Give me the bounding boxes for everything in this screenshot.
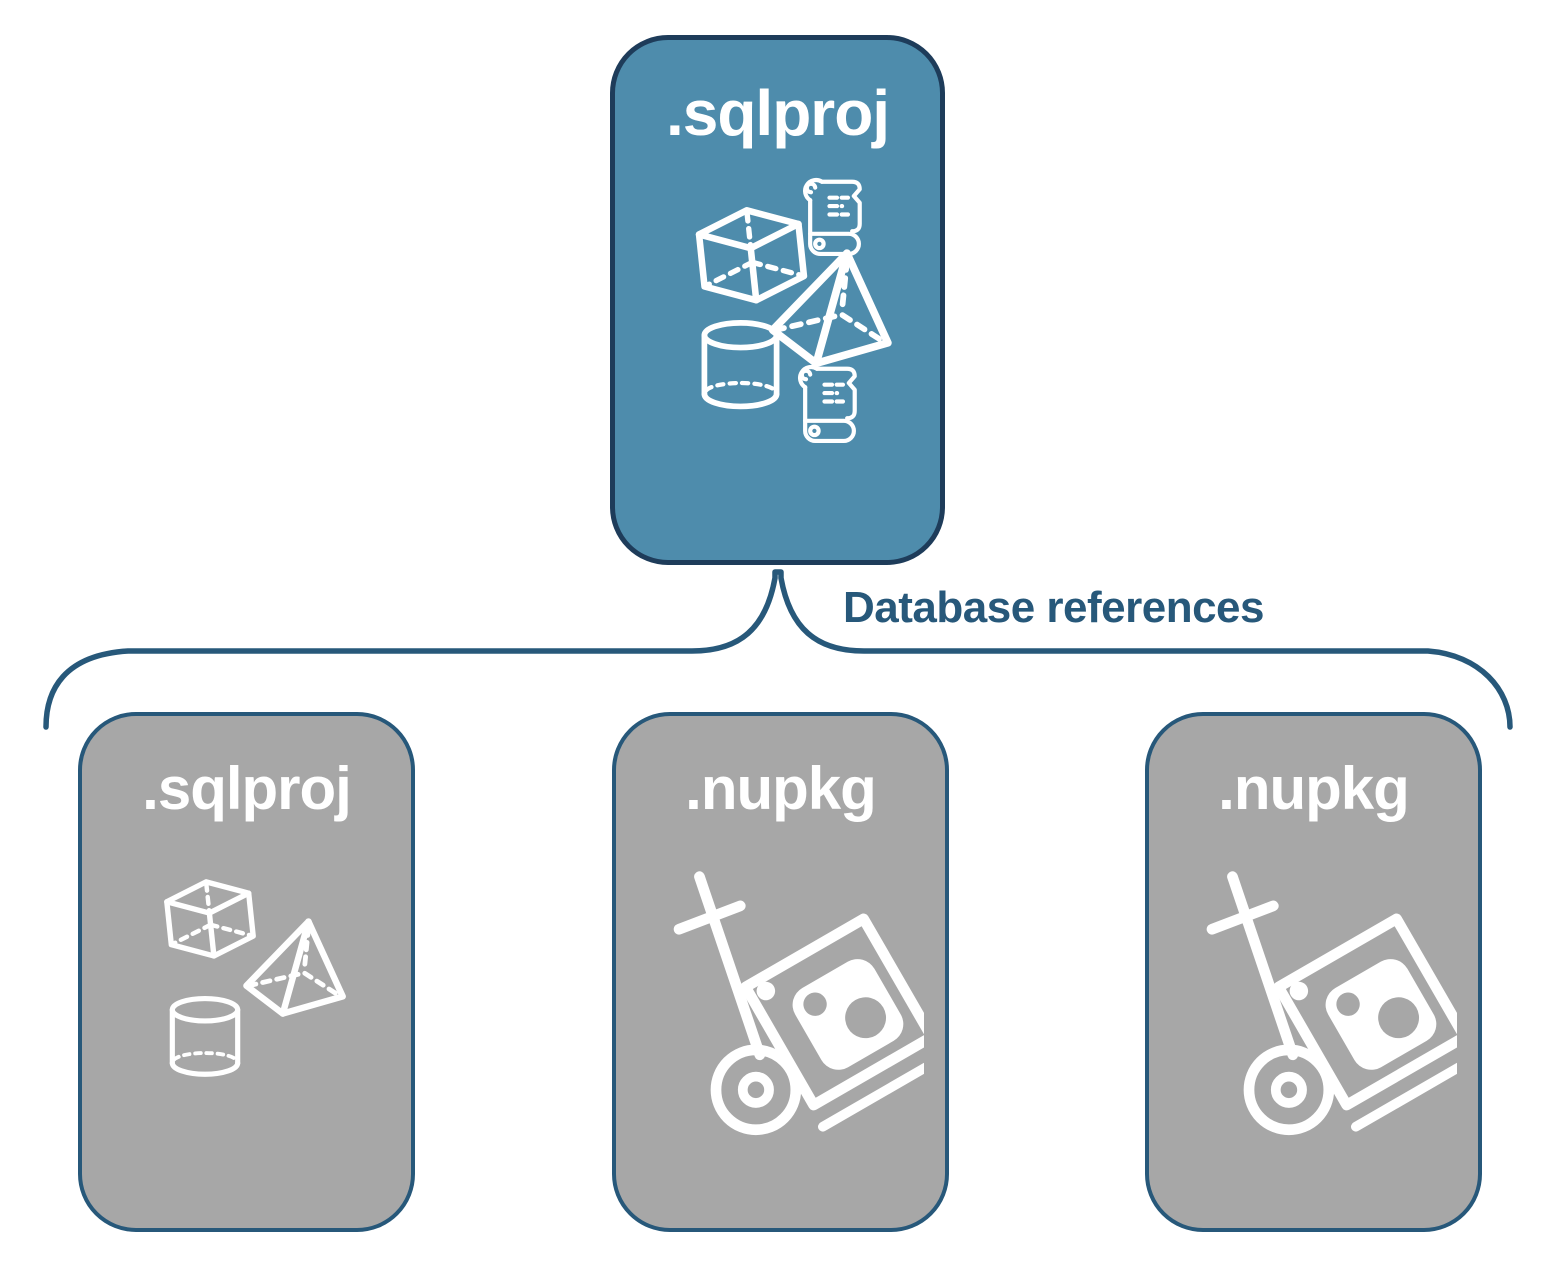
dolly-package-icon	[1187, 864, 1457, 1156]
node-child-sqlproj: .sqlproj	[78, 712, 415, 1232]
brace-connector	[43, 569, 1513, 730]
node-child-nupkg-1: .nupkg	[612, 712, 949, 1232]
scroll-icon	[785, 362, 869, 446]
node-root-label: .sqlproj	[665, 77, 890, 149]
cylinder-icon	[693, 320, 788, 415]
node-child-label: .nupkg	[1218, 755, 1410, 822]
pyramid-icon	[240, 913, 347, 1020]
cylinder-icon	[162, 996, 248, 1082]
dolly-package-icon	[654, 864, 924, 1156]
node-root-sqlproj: .sqlproj	[610, 35, 945, 565]
node-child-label: .sqlproj	[142, 755, 352, 822]
connector-label: Database references	[843, 583, 1264, 632]
node-child-nupkg-2: .nupkg	[1145, 712, 1482, 1232]
node-child-label: .nupkg	[685, 755, 877, 822]
